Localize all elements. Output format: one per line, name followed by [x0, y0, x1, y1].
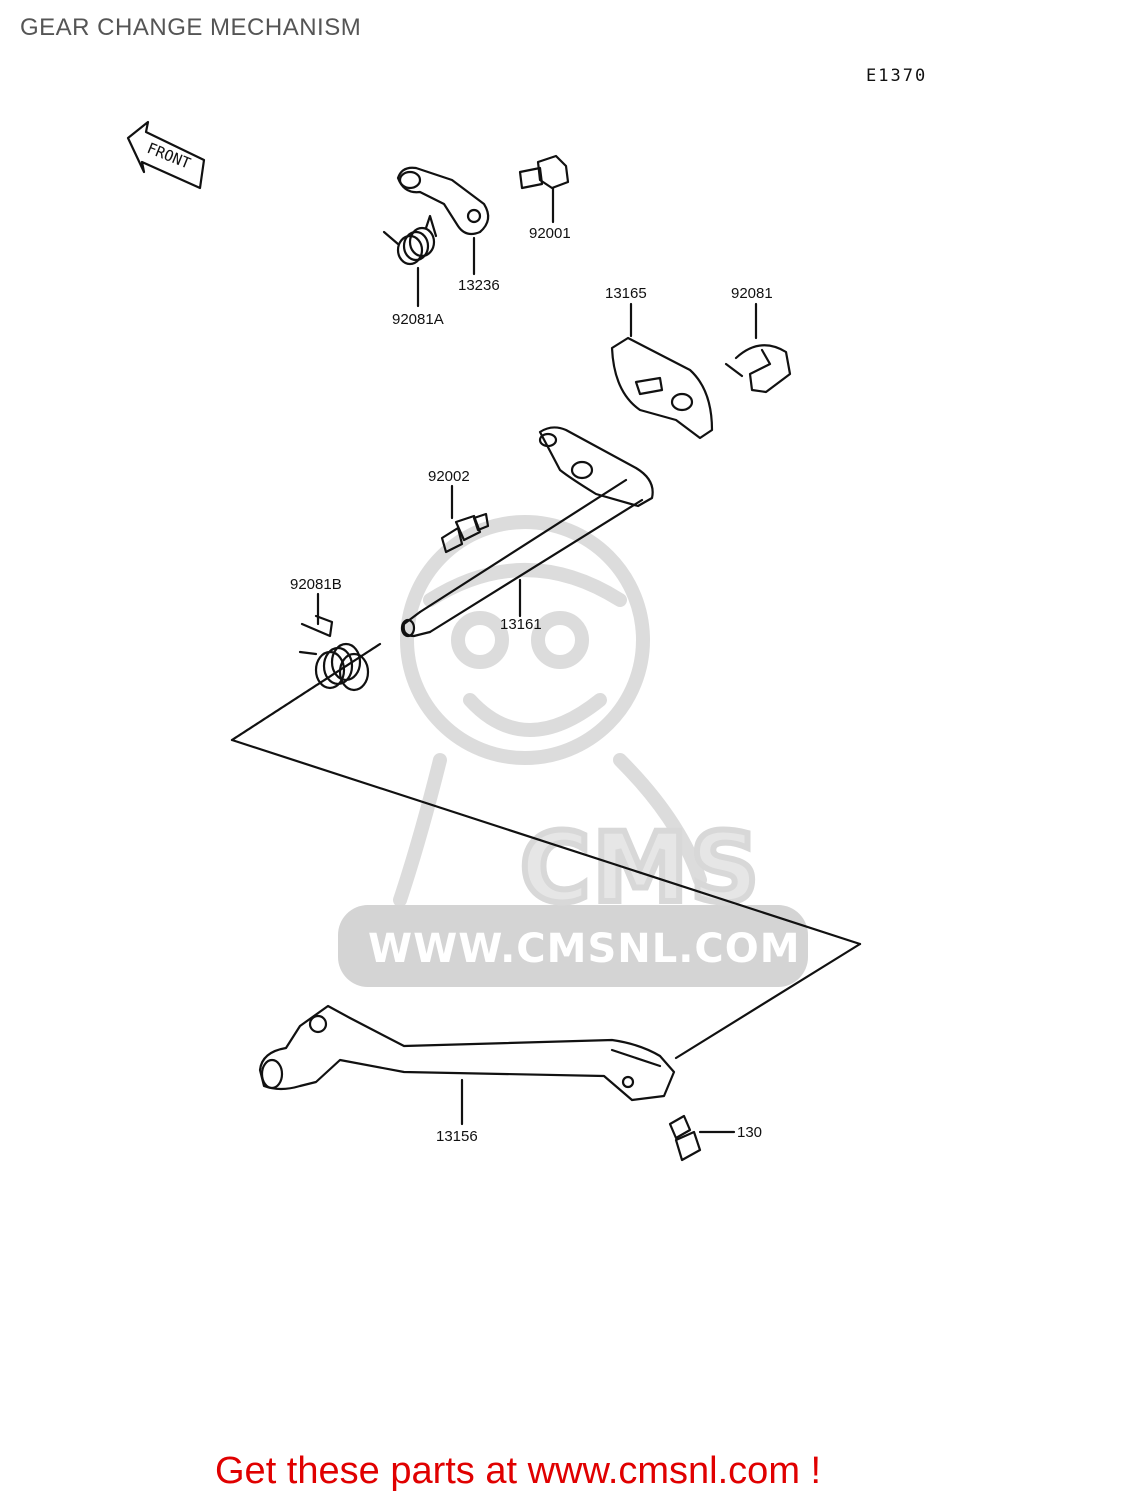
part-92081-drawing [724, 302, 792, 394]
assembly-guide-line [230, 642, 862, 1060]
watermark-brand: CMS [517, 809, 762, 927]
part-label-92081[interactable]: 92081 [731, 285, 773, 302]
part-13156-drawing [258, 1004, 676, 1126]
diagram-code: E1370 [866, 66, 928, 86]
part-label-92081b[interactable]: 92081B [290, 576, 342, 593]
part-label-92081a[interactable]: 92081A [392, 311, 444, 328]
part-92081b-drawing [298, 592, 370, 692]
watermark-url: WWW.CMSNL.COM [368, 926, 801, 972]
part-92081a-drawing [382, 214, 438, 308]
part-92002-drawing [440, 484, 490, 554]
part-92001-drawing [518, 154, 570, 224]
part-13165-drawing [610, 302, 714, 440]
part-label-92001[interactable]: 92001 [529, 225, 571, 242]
page-title: GEAR CHANGE MECHANISM [20, 14, 362, 41]
part-label-13165[interactable]: 13165 [605, 285, 647, 302]
part-label-130[interactable]: 130 [737, 1124, 763, 1141]
part-13236-drawing [396, 166, 490, 276]
part-13161-drawing [400, 426, 654, 638]
footer-cta-link[interactable]: Get these parts at www.cmsnl.com ! [215, 1450, 822, 1492]
front-arrow-icon [126, 120, 206, 190]
part-label-13236[interactable]: 13236 [458, 277, 500, 294]
part-label-92002[interactable]: 92002 [428, 468, 470, 485]
part-130-drawing [668, 1114, 736, 1162]
part-label-13156[interactable]: 13156 [436, 1128, 478, 1145]
part-label-13161[interactable]: 13161 [500, 616, 542, 633]
